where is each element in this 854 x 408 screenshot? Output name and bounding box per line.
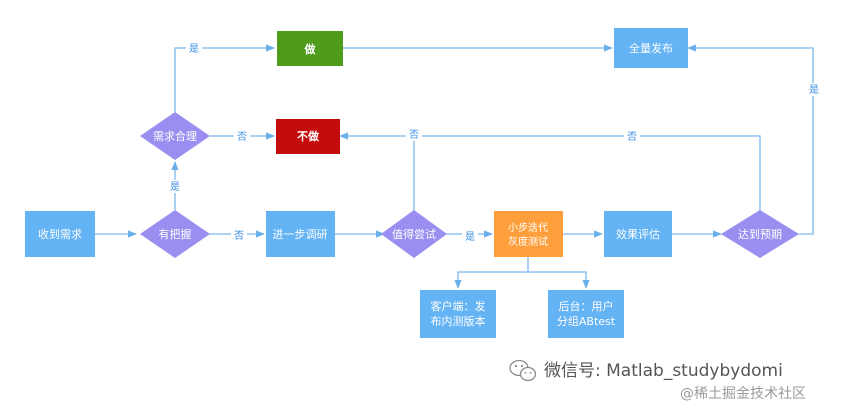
node-client-label-1: 客户端：发 (431, 299, 486, 313)
node-iterate-label-1: 小步迭代 (508, 222, 548, 234)
edge-worth-notdo (339, 132, 415, 212)
node-reach: 达到预期 (721, 210, 799, 258)
node-iterate-label-2: 灰度测试 (508, 235, 548, 248)
watermark-site: @稀土掘金技术社区 (680, 386, 806, 402)
node-research: 进一步调研 (266, 211, 335, 257)
node-evaluate: 效果评估 (604, 211, 672, 257)
watermark: 微信号: Matlab_studybydomi @稀土掘金技术社区 (509, 359, 806, 402)
watermark-wechat: 微信号: Matlab_studybydomi (544, 361, 783, 381)
node-client: 客户端：发 布内测版本 (420, 290, 496, 338)
node-do-label: 做 (304, 42, 317, 56)
edge-reasonable-do (174, 44, 275, 112)
edge-reach-release (687, 44, 814, 235)
node-backend-label-1: 后台：用户 (559, 299, 614, 313)
edges (95, 44, 814, 289)
node-release-label: 全量发布 (629, 41, 673, 55)
label-grasp-research: 否 (234, 230, 244, 242)
node-notdo-label: 不做 (297, 129, 320, 143)
node-worth: 值得尝试 (381, 210, 447, 258)
label-worth-notdo: 否 (409, 129, 419, 141)
node-backend: 后台：用户 分组ABtest (548, 290, 624, 338)
edge-labels: 是 否 是 否 否 否 是 是 (167, 42, 822, 243)
edge-reach-notdo (414, 135, 761, 212)
nodes: 收到需求 有把握 进一步调研 值得尝试 小步迭代 灰度测试 效果评估 (25, 28, 799, 338)
label-reach-release: 是 (809, 84, 819, 96)
node-client-label-2: 布内测版本 (431, 314, 486, 328)
node-notdo: 不做 (276, 119, 340, 154)
label-reasonable-notdo: 否 (237, 131, 247, 143)
label-worth-iterate: 是 (465, 231, 475, 243)
node-receive: 收到需求 (25, 211, 95, 257)
node-research-label: 进一步调研 (273, 228, 328, 241)
wechat-icon (509, 359, 537, 382)
node-do: 做 (277, 31, 343, 66)
label-grasp-reasonable: 是 (170, 181, 180, 193)
node-worth-label: 值得尝试 (392, 228, 436, 241)
node-receive-label: 收到需求 (38, 227, 82, 241)
edge-iterate-client (454, 256, 529, 289)
node-grasp: 有把握 (140, 210, 210, 258)
node-reasonable: 需求合理 (140, 112, 210, 160)
node-reach-label: 达到预期 (738, 228, 782, 241)
node-release: 全量发布 (614, 28, 688, 68)
node-evaluate-label: 效果评估 (616, 227, 660, 241)
node-reasonable-label: 需求合理 (153, 129, 197, 143)
edge-iterate-backend (528, 271, 590, 289)
node-backend-label-2: 分组ABtest (557, 314, 616, 328)
node-iterate: 小步迭代 灰度测试 (494, 211, 563, 257)
node-grasp-label: 有把握 (159, 227, 192, 241)
label-reasonable-do: 是 (189, 43, 199, 55)
label-reach-notdo: 否 (627, 131, 637, 143)
